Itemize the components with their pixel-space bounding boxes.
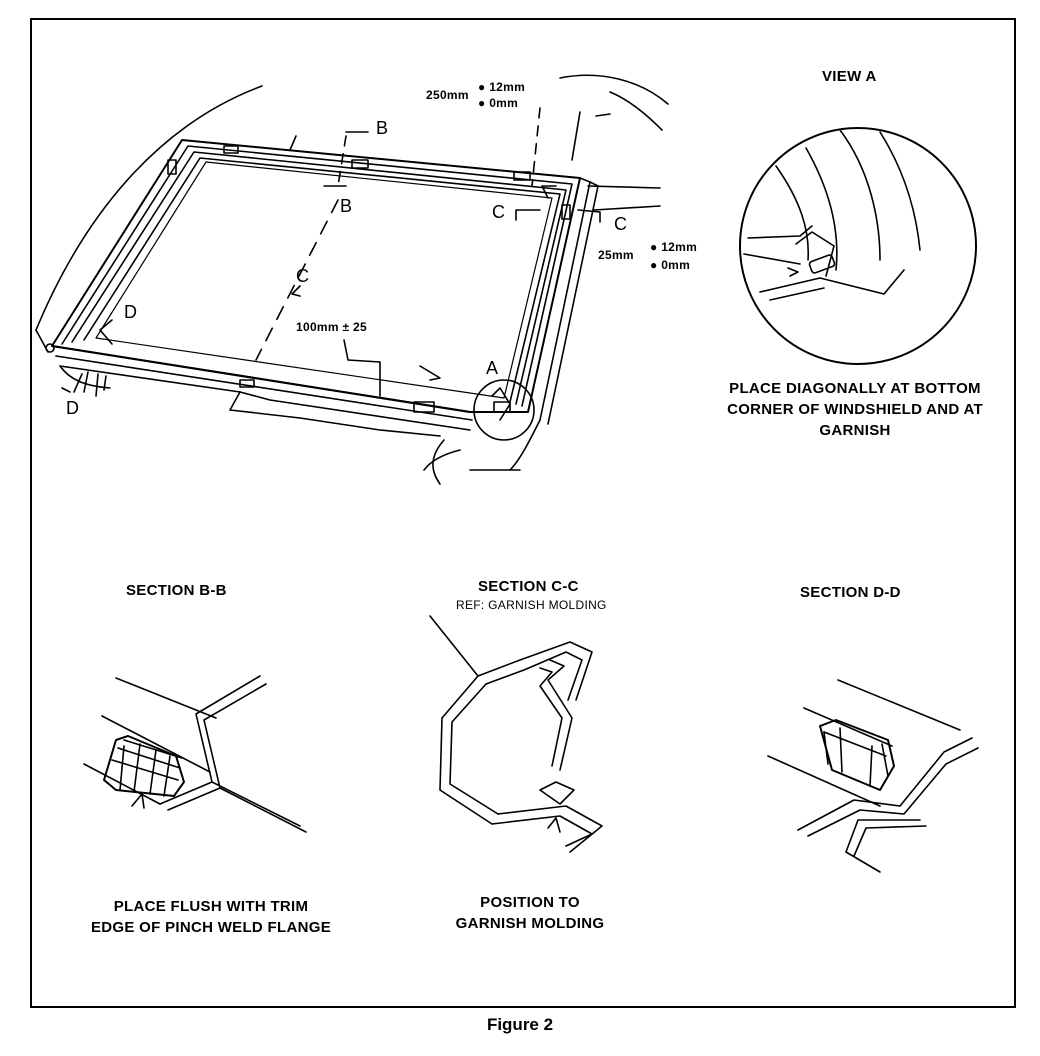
- figure-label: Figure 2: [486, 1015, 554, 1034]
- dim-side-plus-value: 12mm: [661, 240, 698, 254]
- section-cc-drawing: [429, 615, 603, 853]
- callout-d-lower: D: [66, 398, 80, 418]
- view-a-caption-line-1: PLACE DIAGONALLY AT BOTTOM: [729, 380, 981, 397]
- dim-top-group-label: 250mm: [426, 88, 469, 102]
- callout-b-mid: B: [340, 196, 353, 216]
- callout-c-left: C: [296, 266, 310, 286]
- section-dd-drawing: [767, 679, 979, 873]
- figure-frame: [30, 18, 1016, 1008]
- dim-top-plus-value: 12mm: [489, 80, 526, 94]
- callout-d-upper: D: [124, 302, 138, 322]
- dim-top-plus: ● 12mm: [478, 80, 526, 94]
- view-a-detail: [739, 127, 977, 365]
- view-a-caption: PLACE DIAGONALLY AT BOTTOM CORNER OF WIN…: [690, 378, 1020, 441]
- callout-c-right-a: C: [492, 202, 506, 222]
- dim-top-minus-value: 0mm: [489, 96, 519, 110]
- section-cc-caption-line-1: POSITION TO: [480, 894, 580, 911]
- callout-c-right-b: C: [614, 214, 628, 234]
- dim-side-minus-value: 0mm: [661, 258, 691, 272]
- dim-side-minus: ● 0mm: [650, 258, 691, 272]
- windshield-main-view: [35, 74, 669, 485]
- section-cc-title: SECTION C-C: [478, 578, 579, 595]
- section-cc-caption-line-2: GARNISH MOLDING: [455, 915, 605, 932]
- view-a-caption-line-3: GARNISH: [819, 422, 891, 439]
- view-a-title: VIEW A: [822, 68, 877, 85]
- section-cc-ref: REF: GARNISH MOLDING: [456, 598, 607, 612]
- section-bb-title: SECTION B-B: [126, 582, 227, 599]
- dim-side-plus: ● 12mm: [650, 240, 698, 254]
- section-bb-caption: PLACE FLUSH WITH TRIM EDGE OF PINCH WELD…: [56, 896, 366, 938]
- section-bb-drawing: [83, 675, 307, 833]
- callout-b-top: B: [376, 118, 389, 138]
- view-a-caption-line-2: CORNER OF WINDSHIELD AND AT: [727, 401, 983, 418]
- dim-bottom-label: 100mm ± 25: [296, 320, 367, 334]
- dim-top-minus: ● 0mm: [478, 96, 519, 110]
- section-cc-caption: POSITION TO GARNISH MOLDING: [410, 892, 650, 934]
- callout-a: A: [486, 358, 499, 378]
- section-bb-caption-line-2: EDGE OF PINCH WELD FLANGE: [91, 919, 331, 936]
- dim-side-group-label: 25mm: [598, 248, 634, 262]
- section-dd-title: SECTION D-D: [800, 584, 901, 601]
- section-bb-caption-line-1: PLACE FLUSH WITH TRIM: [113, 898, 309, 915]
